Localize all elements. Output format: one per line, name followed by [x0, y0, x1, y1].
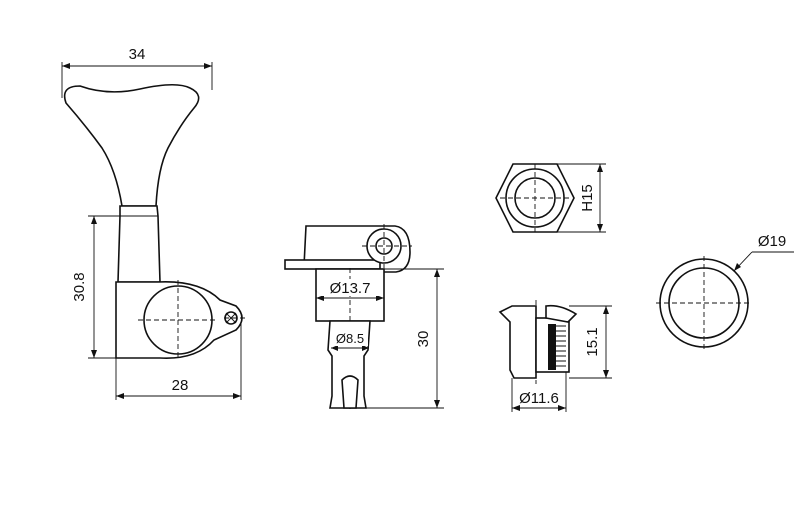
dimension-dia-8-5: Ø8.5: [331, 330, 369, 351]
tuner-button: [63, 83, 200, 207]
hex-nut-view: H15: [495, 163, 606, 233]
dimension-34: 34: [61, 46, 213, 98]
tuner-side-view: 34 30.8 28: [61, 46, 246, 400]
dimension-28: 28: [115, 324, 242, 400]
post-slot: [341, 375, 359, 409]
bushing-side-view: 15.1 Ø11.6: [498, 300, 612, 412]
dimension-dia-19: Ø19: [733, 233, 794, 272]
dimension-30: 30: [366, 268, 444, 409]
thread-lines: [548, 324, 566, 370]
dimension-dia-11-6: Ø11.6: [511, 372, 567, 412]
dim-label-28: 28: [172, 377, 189, 394]
tuner-post: [117, 205, 161, 283]
bushing-flange: [498, 305, 537, 379]
dim-label-30-8: 30.8: [71, 272, 88, 301]
dim-label-30: 30: [415, 331, 432, 348]
dim-label-dia-11-6: Ø11.6: [519, 390, 559, 407]
post-flange: [284, 259, 381, 270]
dim-label-34: 34: [129, 46, 146, 63]
dim-label-dia-19: Ø19: [758, 233, 786, 250]
dim-label-dia-8-5: Ø8.5: [336, 331, 364, 346]
dim-label-dia-13-7: Ø13.7: [330, 280, 371, 297]
dim-label-h15: H15: [579, 184, 596, 212]
dimension-15-1: 15.1: [569, 305, 612, 379]
dimension-30-8: 30.8: [71, 215, 120, 359]
tuner-post-view: Ø13.7 Ø8.5 30: [284, 224, 444, 412]
dim-label-15-1: 15.1: [584, 327, 601, 356]
dimension-h15: H15: [557, 163, 606, 233]
dimension-dia-13-7: Ø13.7: [316, 279, 384, 301]
washer-view: Ø19: [656, 233, 794, 350]
